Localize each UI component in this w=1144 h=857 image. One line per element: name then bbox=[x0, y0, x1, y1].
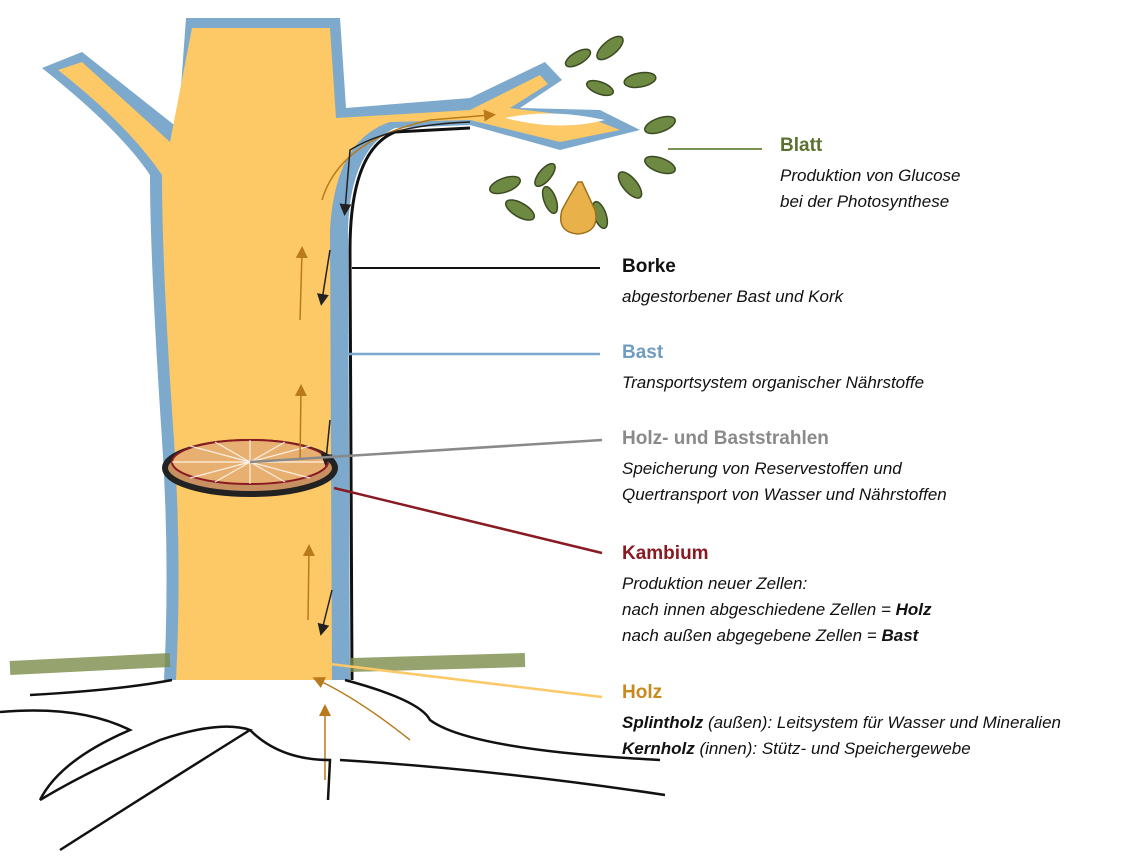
kambium-title: Kambium bbox=[622, 543, 932, 565]
holz-desc-2: Kernholz (innen): Stütz- und Speichergew… bbox=[622, 736, 1061, 762]
kernholz-bold: Kernholz bbox=[622, 739, 695, 758]
blatt-desc-1: Produktion von Glucose bbox=[780, 163, 961, 189]
kambium-connector bbox=[334, 488, 602, 553]
bast-desc: Transportsystem organischer Nährstoffe bbox=[622, 370, 924, 396]
label-strahlen: Holz- und Baststrahlen Speicherung von R… bbox=[622, 428, 947, 508]
holz-connector bbox=[330, 664, 602, 697]
kernholz-text: (innen): Stütz- und Speichergewebe bbox=[695, 739, 971, 758]
kambium-desc-2-bold: Holz bbox=[896, 600, 932, 619]
kambium-desc-2-text: nach innen abgeschiedene Zellen = bbox=[622, 600, 896, 619]
kambium-desc-3: nach außen abgegebene Zellen = Bast bbox=[622, 623, 932, 649]
strahlen-desc-2: Quertransport von Wasser und Nährstoffen bbox=[622, 482, 947, 508]
label-bast: Bast Transportsystem organischer Nährsto… bbox=[622, 342, 924, 396]
bark-outline-lower bbox=[350, 250, 352, 680]
pear bbox=[561, 182, 596, 234]
kambium-desc-1: Produktion neuer Zellen: bbox=[622, 571, 932, 597]
borke-title: Borke bbox=[622, 256, 843, 278]
kambium-desc-3-text: nach außen abgegebene Zellen = bbox=[622, 626, 881, 645]
bast-title: Bast bbox=[622, 342, 924, 364]
kambium-desc-3-bold: Bast bbox=[881, 626, 918, 645]
borke-desc: abgestorbener Bast und Kork bbox=[622, 284, 843, 310]
holz-desc-1: Splintholz (außen): Leitsystem für Wasse… bbox=[622, 710, 1061, 736]
roots bbox=[0, 680, 665, 850]
holz-title: Holz bbox=[622, 682, 1061, 704]
blatt-title: Blatt bbox=[780, 135, 961, 157]
label-holz: Holz Splintholz (außen): Leitsystem für … bbox=[622, 682, 1061, 762]
kambium-desc-2: nach innen abgeschiedene Zellen = Holz bbox=[622, 597, 932, 623]
strahlen-desc-1: Speicherung von Reservestoffen und bbox=[622, 456, 947, 482]
splintholz-bold: Splintholz bbox=[622, 713, 703, 732]
label-borke: Borke abgestorbener Bast und Kork bbox=[622, 256, 843, 310]
splintholz-text: (außen): Leitsystem für Wasser und Miner… bbox=[703, 713, 1061, 732]
blatt-desc-2: bei der Photosynthese bbox=[780, 189, 961, 215]
strahlen-title: Holz- und Baststrahlen bbox=[622, 428, 947, 450]
label-blatt: Blatt Produktion von Glucose bei der Pho… bbox=[780, 135, 961, 215]
label-kambium: Kambium Produktion neuer Zellen: nach in… bbox=[622, 543, 932, 649]
